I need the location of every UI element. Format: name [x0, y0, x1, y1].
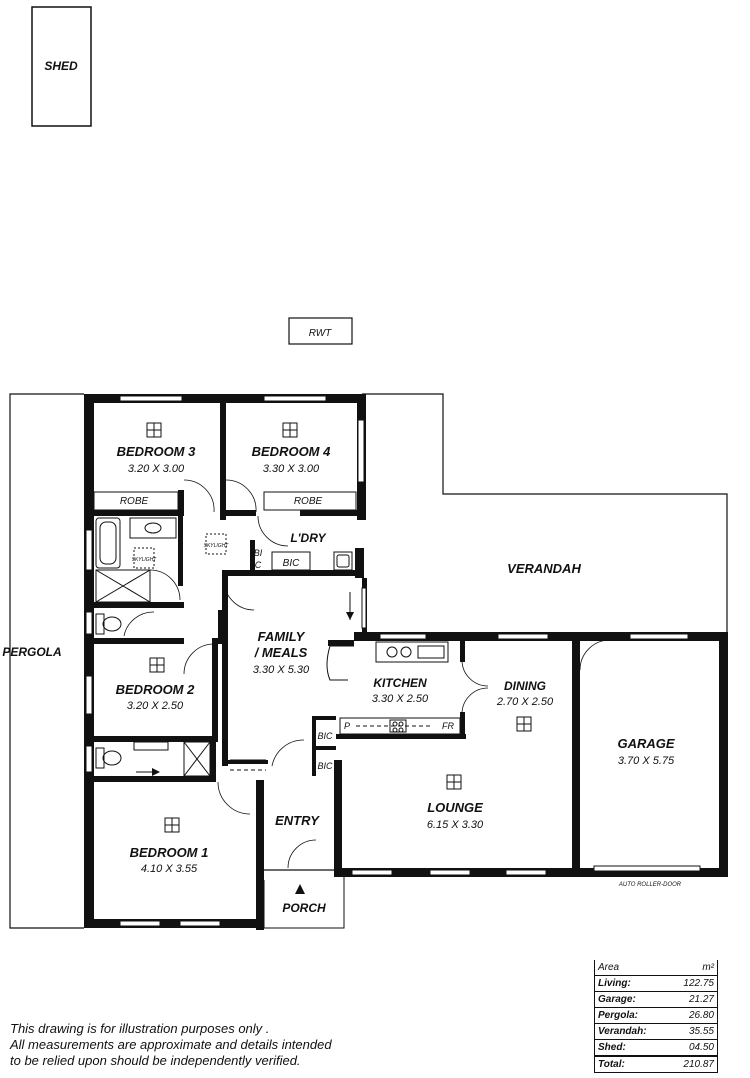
area-row-label: Verandah:	[594, 1023, 668, 1040]
area-row-value: 26.80	[667, 1007, 718, 1024]
disclaimer-line: This drawing is for illustration purpose…	[10, 1021, 270, 1036]
bedroom3-label: BEDROOM 3	[117, 444, 197, 459]
pantry-label: P	[344, 721, 350, 731]
area-row: Shed: 04.50	[594, 1039, 718, 1057]
entry-arrow-icon	[295, 884, 305, 894]
disclaimer-line: to be relied upon should be independentl…	[10, 1053, 301, 1068]
area-total-label: Total:	[594, 1055, 668, 1073]
shed-label: SHED	[44, 59, 78, 73]
bedroom1-dims: 4.10 X 3.55	[141, 863, 198, 875]
robe-label: ROBE	[294, 496, 323, 507]
area-row: Pergola: 26.80	[594, 1007, 718, 1024]
bic-label: BI	[254, 548, 263, 558]
bedroom1-label: BEDROOM 1	[130, 845, 209, 860]
area-total-value: 210.87	[667, 1055, 718, 1073]
area-header-label: Area	[594, 960, 668, 976]
area-row-value: 21.27	[667, 991, 718, 1008]
shed-outline	[31, 6, 92, 127]
dining-label: DINING	[504, 679, 546, 693]
laundry-label: L'DRY	[290, 531, 326, 545]
bedroom4-label: BEDROOM 4	[252, 444, 332, 459]
porch-label: PORCH	[282, 901, 326, 915]
bic-label: BIC	[283, 558, 300, 569]
interior-walls	[94, 394, 466, 782]
bedroom2-dims: 3.20 X 2.50	[127, 700, 184, 712]
bedroom4-dims: 3.30 X 3.00	[263, 463, 320, 475]
bedroom2-label: BEDROOM 2	[116, 682, 196, 697]
arrow-icon	[152, 768, 160, 776]
verandah-outline	[362, 393, 728, 632]
disclaimer-line: All measurements are approximate and det…	[10, 1037, 332, 1052]
entry-label: ENTRY	[275, 813, 320, 828]
area-total-row: Total: 210.87	[594, 1055, 718, 1073]
area-table-header: Area m²	[594, 960, 718, 976]
skylight-label: SKYLIGHT	[132, 557, 158, 563]
fixtures	[93, 491, 461, 929]
family-label: FAMILY	[258, 629, 306, 644]
area-row-value: 04.50	[667, 1039, 718, 1057]
lounge-dims: 6.15 X 3.30	[427, 819, 484, 831]
garage-dims: 3.70 X 5.75	[618, 755, 675, 767]
family-dims: 3.30 X 5.30	[253, 664, 310, 676]
dining-dims: 2.70 X 2.50	[496, 696, 554, 708]
robe-label: ROBE	[120, 496, 149, 507]
pergola-outline	[9, 393, 84, 929]
pergola-label: PERGOLA	[2, 645, 61, 659]
kitchen-dims: 3.30 X 2.50	[372, 693, 429, 705]
windows	[85, 395, 701, 927]
area-row-label: Pergola:	[594, 1007, 668, 1024]
slide-arrow-icon	[346, 612, 354, 620]
area-row: Living: 122.75	[594, 975, 718, 992]
disclaimer: This drawing is for illustration purpose…	[10, 1021, 390, 1069]
area-row-label: Living:	[594, 975, 668, 992]
area-row-value: 35.55	[667, 1023, 718, 1040]
verandah-label: VERANDAH	[507, 561, 581, 576]
garage-label: GARAGE	[617, 736, 674, 751]
door-swings	[123, 479, 611, 871]
skylight-label: SKYLIGHT	[204, 543, 230, 549]
area-row-label: Shed:	[594, 1039, 668, 1057]
area-header-unit: m²	[667, 960, 718, 976]
area-row-label: Garage:	[594, 991, 668, 1008]
bic-label: BIC	[317, 761, 333, 771]
area-row: Garage: 21.27	[594, 991, 718, 1008]
rainwater-tank-outline	[288, 317, 353, 345]
rwt-label: RWT	[309, 328, 332, 339]
area-row: Verandah: 35.55	[594, 1023, 718, 1040]
ceiling-light-icons	[146, 422, 532, 833]
area-table: Area m² Living: 122.75 Garage: 21.27 Per…	[594, 960, 718, 1073]
bic-label: BIC	[317, 731, 333, 741]
fridge-label: FR	[442, 721, 454, 731]
kitchen-label: KITCHEN	[373, 676, 427, 690]
area-row-value: 122.75	[667, 975, 718, 992]
lounge-label: LOUNGE	[427, 800, 483, 815]
bic-label: C	[255, 560, 262, 570]
bedroom3-dims: 3.20 X 3.00	[128, 463, 185, 475]
meals-label: / MEALS	[254, 645, 308, 660]
roller-door-label: AUTO ROLLER-DOOR	[618, 882, 682, 888]
